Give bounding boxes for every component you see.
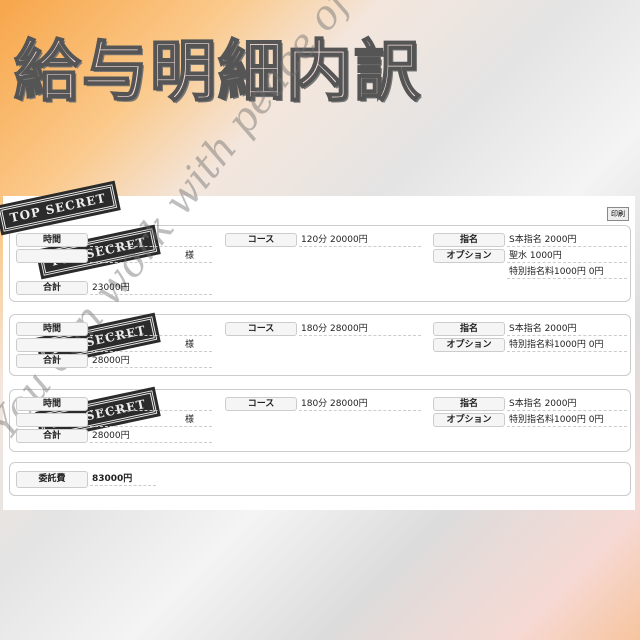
nomination-label: 指名 [433, 397, 505, 411]
fee-label: 委託費 [16, 471, 88, 488]
fee-value: 83000円 [90, 472, 156, 486]
total-label: 合計 [16, 429, 88, 443]
option-value: 聖水 1000円 [507, 249, 627, 263]
customer-label [16, 413, 88, 427]
payslip-card: 時間 様 合計 23000円 コース 120分 20000円 指名 S本指名 2… [9, 225, 631, 302]
time-value [90, 233, 212, 247]
total-label: 合計 [16, 354, 88, 368]
time-value [90, 397, 212, 411]
time-label: 時間 [16, 233, 88, 247]
time-label: 時間 [16, 397, 88, 411]
total-label: 合計 [16, 281, 88, 295]
course-label: コース [225, 233, 297, 247]
time-label: 時間 [16, 322, 88, 336]
total-value: 28000円 [90, 354, 212, 368]
course-value: 180分 28000円 [299, 322, 421, 336]
time-value [90, 322, 212, 336]
print-button[interactable]: 印刷 [607, 207, 629, 221]
nomination-value: S本指名 2000円 [507, 233, 627, 247]
course-label: コース [225, 322, 297, 336]
option-value: 特別指名料1000円 0円 [507, 265, 627, 279]
nomination-value: S本指名 2000円 [507, 397, 627, 411]
nomination-value: S本指名 2000円 [507, 322, 627, 336]
total-value: 28000円 [90, 429, 212, 443]
total-value: 23000円 [90, 281, 212, 295]
nomination-label: 指名 [433, 322, 505, 336]
course-value: 180分 28000円 [299, 397, 421, 411]
payslip-card: 時間 様 合計 28000円 コース 180分 28000円 指名 S本指名 2… [9, 389, 631, 452]
option-value: 特別指名料1000円 0円 [507, 338, 627, 352]
customer-value: 様 [90, 249, 212, 263]
option-value: 特別指名料1000円 0円 [507, 413, 627, 427]
option-label: オプション [433, 249, 505, 263]
option-label: オプション [433, 413, 505, 427]
nomination-label: 指名 [433, 233, 505, 247]
customer-value: 様 [90, 338, 212, 352]
payslip-panel: 印刷 時間 様 合計 23000円 コース 120分 20000円 指名 S本指… [3, 196, 635, 510]
payslip-card: 時間 様 合計 28000円 コース 180分 28000円 指名 S本指名 2… [9, 314, 631, 376]
customer-value: 様 [90, 413, 212, 427]
course-value: 120分 20000円 [299, 233, 421, 247]
customer-label [16, 249, 88, 263]
course-label: コース [225, 397, 297, 411]
option-label: オプション [433, 338, 505, 352]
customer-label [16, 338, 88, 352]
fee-card: 委託費 83000円 [9, 462, 631, 496]
page-title: 給与明細内訳 [13, 32, 422, 111]
